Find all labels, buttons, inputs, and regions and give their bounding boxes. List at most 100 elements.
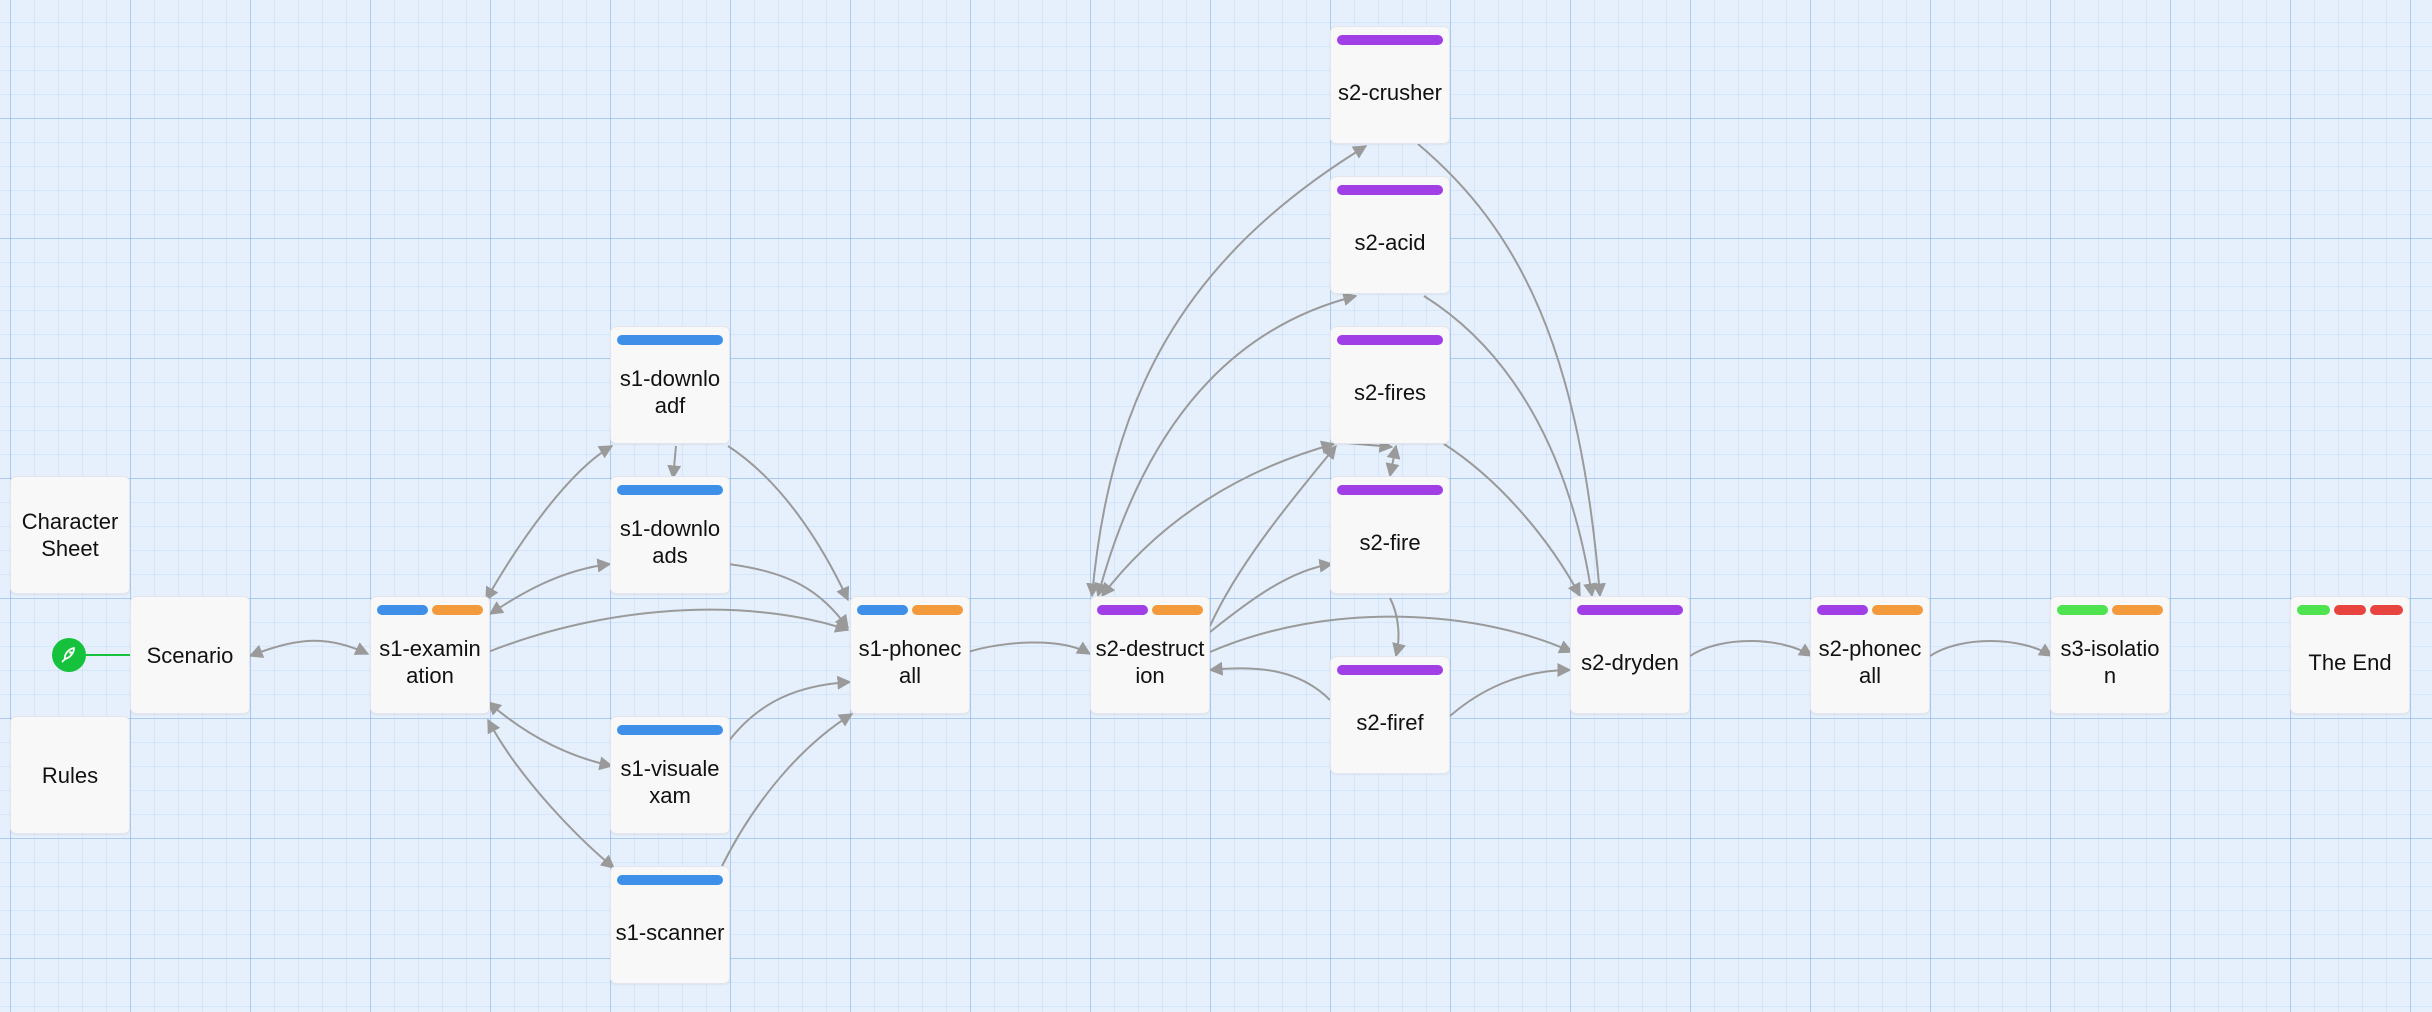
connection-arrow bbox=[1209, 444, 1337, 627]
tag-strip bbox=[1091, 605, 1209, 615]
tag-strip bbox=[1331, 35, 1449, 45]
connection-arrow bbox=[1094, 292, 1358, 598]
tag-blue bbox=[617, 335, 723, 345]
node-label: s2-crusher bbox=[1338, 79, 1442, 105]
connection-arrow bbox=[1389, 597, 1406, 658]
connection-arrow bbox=[1209, 558, 1334, 633]
node-label: s2-fire bbox=[1359, 529, 1421, 555]
connection-arrow bbox=[1449, 663, 1572, 717]
tag-purple bbox=[1577, 605, 1683, 615]
tag-blue bbox=[617, 725, 723, 735]
connection-arrow bbox=[1101, 440, 1336, 598]
connection-arrow bbox=[487, 718, 616, 869]
node-label: Scenario bbox=[146, 642, 234, 668]
tag-purple bbox=[1337, 185, 1443, 195]
node-label: The End bbox=[2308, 649, 2392, 675]
connection-arrow bbox=[667, 445, 682, 480]
node-s2-destruction[interactable]: s2-destruction bbox=[1090, 596, 1210, 714]
tag-green bbox=[2297, 605, 2330, 615]
tag-blue bbox=[617, 485, 723, 495]
node-s2-phonecall[interactable]: s2-phonecall bbox=[1810, 596, 1930, 714]
tag-purple bbox=[1337, 35, 1443, 45]
node-label: s1-phonecall bbox=[858, 636, 962, 688]
tag-purple bbox=[1817, 605, 1868, 615]
tag-strip bbox=[2291, 605, 2409, 615]
node-label: Character Sheet bbox=[21, 509, 119, 561]
node-rules[interactable]: Rules bbox=[10, 716, 130, 834]
node-label: s2-phonecall bbox=[1818, 636, 1922, 688]
tag-red bbox=[2333, 605, 2367, 615]
tag-strip bbox=[611, 725, 729, 735]
tag-strip bbox=[611, 335, 729, 345]
node-s2-fires[interactable]: s2-fires bbox=[1330, 326, 1450, 444]
tag-strip bbox=[1331, 485, 1449, 495]
connection-arrow bbox=[485, 445, 614, 602]
tag-purple bbox=[1337, 665, 1443, 675]
tag-blue bbox=[857, 605, 908, 615]
tag-strip bbox=[1331, 665, 1449, 675]
node-s2-fire[interactable]: s2-fire bbox=[1330, 476, 1450, 594]
tag-strip bbox=[1331, 335, 1449, 345]
tag-strip bbox=[851, 605, 969, 615]
node-s3-isolation[interactable]: s3-isolation bbox=[2050, 596, 2170, 714]
node-s1-visualexam[interactable]: s1-visualexam bbox=[610, 716, 730, 834]
connection-arrow bbox=[1929, 640, 2054, 657]
start-connector bbox=[86, 654, 130, 656]
node-label: s3-isolation bbox=[2060, 636, 2160, 688]
tag-orange bbox=[432, 605, 483, 615]
tag-purple bbox=[1337, 335, 1443, 345]
node-label: s1-downloads bbox=[619, 516, 721, 568]
node-s2-dryden[interactable]: s2-dryden bbox=[1570, 596, 1690, 714]
connection-arrow bbox=[1209, 615, 1574, 654]
tag-red bbox=[2370, 605, 2404, 615]
tag-purple bbox=[1337, 485, 1443, 495]
tag-strip bbox=[371, 605, 489, 615]
node-s2-firef[interactable]: s2-firef bbox=[1330, 656, 1450, 774]
tag-blue bbox=[617, 875, 723, 885]
node-s1-phonecall[interactable]: s1-phonecall bbox=[850, 596, 970, 714]
node-the-end[interactable]: The End bbox=[2290, 596, 2410, 714]
connection-arrow bbox=[727, 675, 852, 743]
tag-strip bbox=[611, 485, 729, 495]
node-label: s2-destruction bbox=[1095, 636, 1205, 688]
connection-arrow bbox=[486, 701, 614, 771]
node-s1-examination[interactable]: s1-examination bbox=[370, 596, 490, 714]
tag-orange bbox=[2112, 605, 2163, 615]
node-s2-crusher[interactable]: s2-crusher bbox=[1330, 26, 1450, 144]
connection-arrow bbox=[1208, 661, 1331, 701]
tag-blue bbox=[377, 605, 428, 615]
node-character-sheet[interactable]: Character Sheet bbox=[10, 476, 130, 594]
node-s1-scanner[interactable]: s1-scanner bbox=[610, 866, 730, 984]
connection-arrow bbox=[967, 641, 1092, 655]
node-label: s1-scanner bbox=[615, 919, 725, 945]
connection-arrow bbox=[488, 558, 612, 615]
tag-orange bbox=[912, 605, 963, 615]
connection-arrow bbox=[248, 639, 370, 658]
rocket-icon bbox=[61, 647, 75, 663]
tag-strip bbox=[1571, 605, 1689, 615]
connection-arrow bbox=[727, 563, 849, 630]
connection-arrow bbox=[1086, 145, 1368, 598]
tag-orange bbox=[1872, 605, 1923, 615]
tag-purple bbox=[1097, 605, 1148, 615]
node-label: s2-acid bbox=[1354, 229, 1426, 255]
node-label: s1-examination bbox=[379, 636, 481, 688]
node-s2-acid[interactable]: s2-acid bbox=[1330, 176, 1450, 294]
node-label: s1-visualexam bbox=[620, 756, 720, 808]
start-node[interactable] bbox=[52, 638, 86, 672]
node-label: s2-fires bbox=[1353, 379, 1427, 405]
connection-arrow bbox=[1443, 443, 1581, 598]
node-label: s2-firef bbox=[1356, 709, 1424, 735]
connection-arrow bbox=[727, 445, 850, 602]
node-s1-downloads[interactable]: s1-downloads bbox=[610, 476, 730, 594]
connection-arrow bbox=[721, 713, 854, 867]
tag-strip bbox=[1811, 605, 1929, 615]
connection-arrow bbox=[1385, 444, 1401, 478]
node-label: s2-dryden bbox=[1581, 649, 1679, 675]
node-s1-downloadf[interactable]: s1-downloadf bbox=[610, 326, 730, 444]
connection-arrow bbox=[487, 608, 850, 653]
node-label: Rules bbox=[41, 762, 99, 788]
node-scenario[interactable]: Scenario bbox=[130, 596, 250, 714]
